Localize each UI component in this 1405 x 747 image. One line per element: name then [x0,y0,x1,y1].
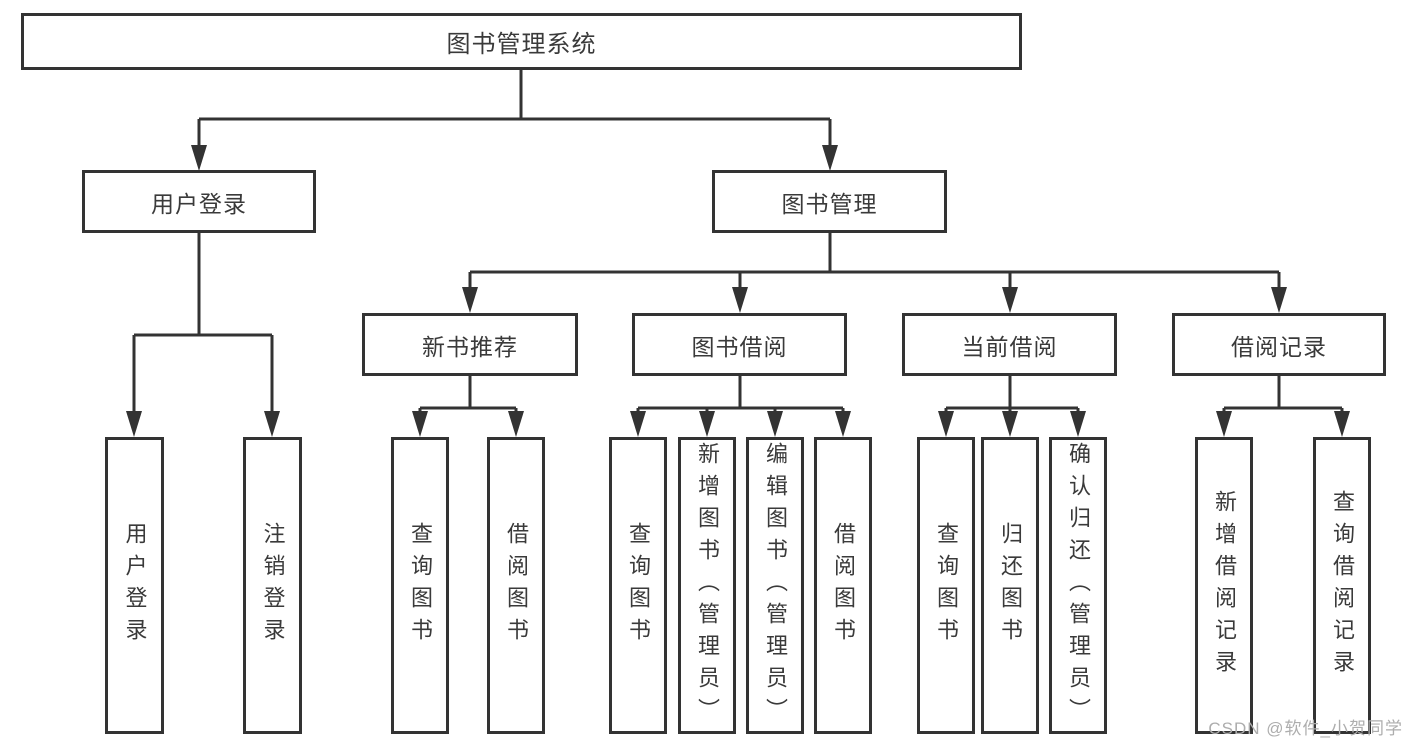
arrowhead-icons [126,145,1350,437]
node-logout: 注销登录 [243,437,302,734]
node-query-borrow-record: 查询借阅记录 [1313,437,1371,734]
node-borrow-books: 借阅图书 [814,437,872,734]
node-add-borrow-record: 新增借阅记录 [1195,437,1253,734]
watermark-text: CSDN @软件_小贺同学 [1208,719,1403,738]
node-login: 用户登录 [105,437,164,734]
node-library-system: 图书管理系统 [21,13,1022,70]
node-confirm-return-admin: 确认归还（管理员） [1049,437,1107,734]
node-book-borrowing: 图书借阅 [632,313,847,376]
node-query-books-recommend: 查询图书 [391,437,449,734]
node-borrow-books-recommend: 借阅图书 [487,437,545,734]
node-book-management-module: 图书管理 [712,170,947,233]
node-borrowing-records: 借阅记录 [1172,313,1386,376]
node-query-books-current: 查询图书 [917,437,975,734]
node-new-book-recommendation: 新书推荐 [362,313,578,376]
node-add-book-admin: 新增图书（管理员） [678,437,736,734]
node-user-login-module: 用户登录 [82,170,316,233]
node-query-books-borrowing: 查询图书 [609,437,667,734]
node-edit-book-admin: 编辑图书（管理员） [746,437,804,734]
node-current-borrowing: 当前借阅 [902,313,1117,376]
node-return-book: 归还图书 [981,437,1039,734]
